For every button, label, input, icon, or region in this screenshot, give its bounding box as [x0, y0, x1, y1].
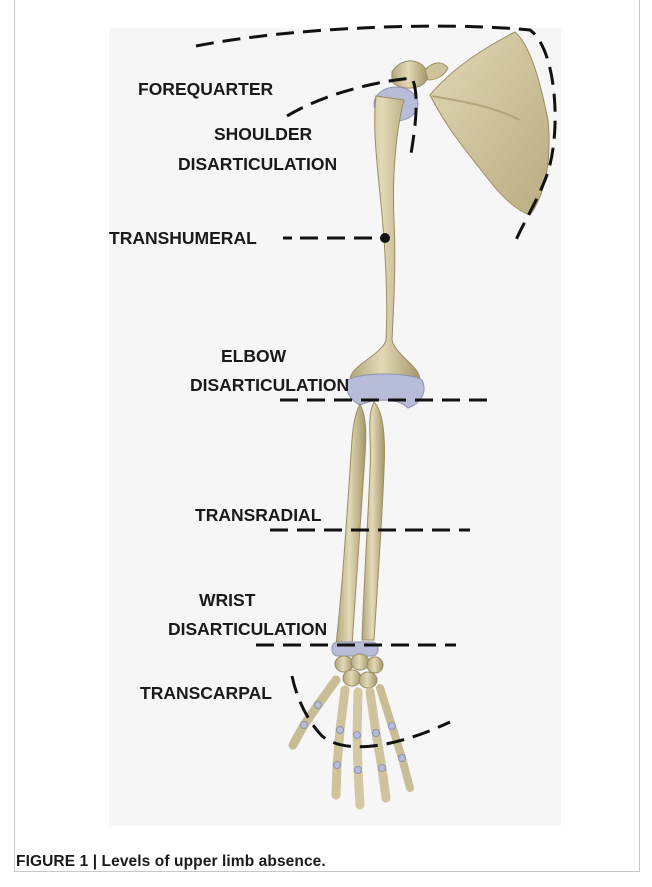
- label-wrist-line2: DISARTICULATION: [168, 619, 327, 639]
- label-forequarter: FOREQUARTER: [138, 79, 274, 99]
- elbow-cartilage: [347, 374, 424, 408]
- label-transhumeral: TRANSHUMERAL: [109, 228, 257, 248]
- transhumeral-marker: [380, 233, 390, 243]
- scapula: [430, 32, 549, 215]
- label-elbow-line2: DISARTICULATION: [190, 375, 349, 395]
- label-shoulder-line2: DISARTICULATION: [178, 154, 337, 174]
- figure-caption: FIGURE 1 | Levels of upper limb absence.: [16, 853, 326, 871]
- label-shoulder-line1: SHOULDER: [214, 124, 313, 144]
- radius: [336, 404, 366, 645]
- label-transradial: TRANSRADIAL: [195, 505, 322, 525]
- label-transcarpal: TRANSCARPAL: [140, 683, 272, 703]
- label-wrist-line1: WRIST: [199, 590, 256, 610]
- label-elbow-line1: ELBOW: [221, 346, 287, 366]
